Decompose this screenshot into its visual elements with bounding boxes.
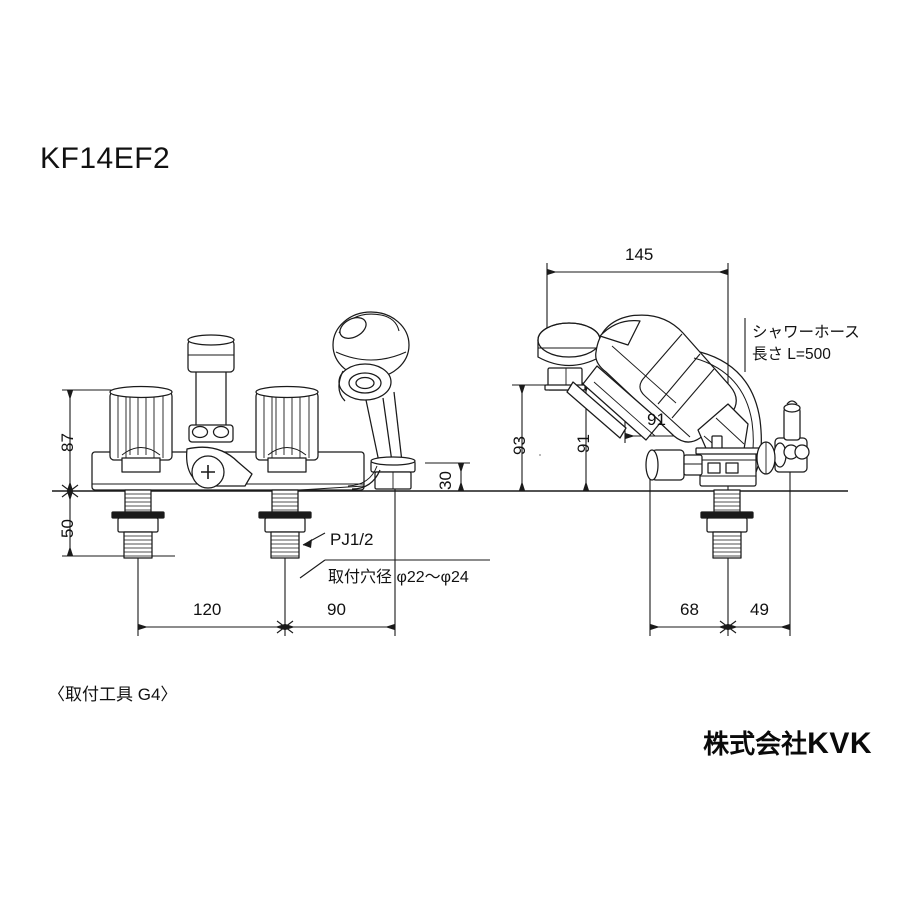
front-view-faucet — [91, 311, 416, 559]
leader-pj-arrow — [303, 539, 312, 548]
shower-hose-front — [351, 469, 381, 490]
company-name: KVK — [807, 727, 872, 760]
cradle-arm-b — [382, 397, 393, 463]
dim-label-120: 120 — [193, 600, 222, 619]
dim-label-50: 50 — [58, 519, 77, 538]
dim-label-30: 30 — [436, 471, 455, 490]
shower-hose-note: シャワーホース 長さ L=500 — [752, 322, 860, 367]
dim-label-68: 68 — [680, 600, 699, 619]
page-title: KF14EF2 — [40, 142, 171, 175]
shower-head-front — [332, 311, 410, 402]
dim-tick-68-49b — [719, 620, 737, 634]
leader-hole-diag — [299, 559, 326, 579]
side-view-faucet — [537, 314, 810, 559]
handle-right-neck — [267, 457, 307, 473]
side-valve-body — [645, 447, 761, 487]
shower-hose-note-line2: 長さ L=500 — [752, 346, 831, 364]
handle-left-neck — [121, 457, 161, 473]
side-shower-head — [566, 314, 737, 443]
dim-label-93: 93 — [510, 436, 529, 455]
diverter-stem — [195, 369, 227, 431]
handle-right-top — [255, 385, 319, 399]
company-logo: 株式会社KVK — [703, 724, 872, 761]
dim-label-91-horizontal: 91 — [647, 410, 666, 429]
dim-label-91-vertical: 91 — [574, 434, 593, 453]
company-prefix: 株式会社 — [703, 729, 808, 759]
side-diverter-knob — [537, 322, 601, 391]
shower-hose-note-line1: シャワーホース — [752, 324, 860, 341]
dim-tick-120-90b — [276, 620, 294, 634]
thread-spec-label: PJ1/2 — [330, 530, 374, 549]
diverter-btn-right — [212, 425, 230, 439]
screw-slot — [201, 465, 215, 479]
dim-label-145: 145 — [625, 245, 654, 264]
hose-to-body — [299, 485, 365, 491]
side-elbow-fitting — [756, 400, 810, 475]
cradle-arm-c — [393, 391, 403, 463]
side-mounting-shank — [700, 489, 754, 559]
cradle-arm-a — [365, 399, 380, 463]
mounting-hole-label: 取付穴径 φ22〜φ24 — [328, 569, 469, 586]
handle-left-top — [109, 385, 173, 399]
dim-label-87: 87 — [58, 433, 77, 452]
dim-label-49: 49 — [750, 600, 769, 619]
dim-label-90: 90 — [327, 600, 346, 619]
dim-tick-87-50b — [61, 484, 79, 498]
diverter-btn-left — [191, 425, 209, 439]
mounting-shank-left — [111, 489, 165, 559]
mounting-shank-right — [258, 489, 312, 559]
diverter-cap-top — [187, 334, 235, 346]
installation-tool-note: 〈取付工具 G4〉 — [48, 685, 178, 704]
